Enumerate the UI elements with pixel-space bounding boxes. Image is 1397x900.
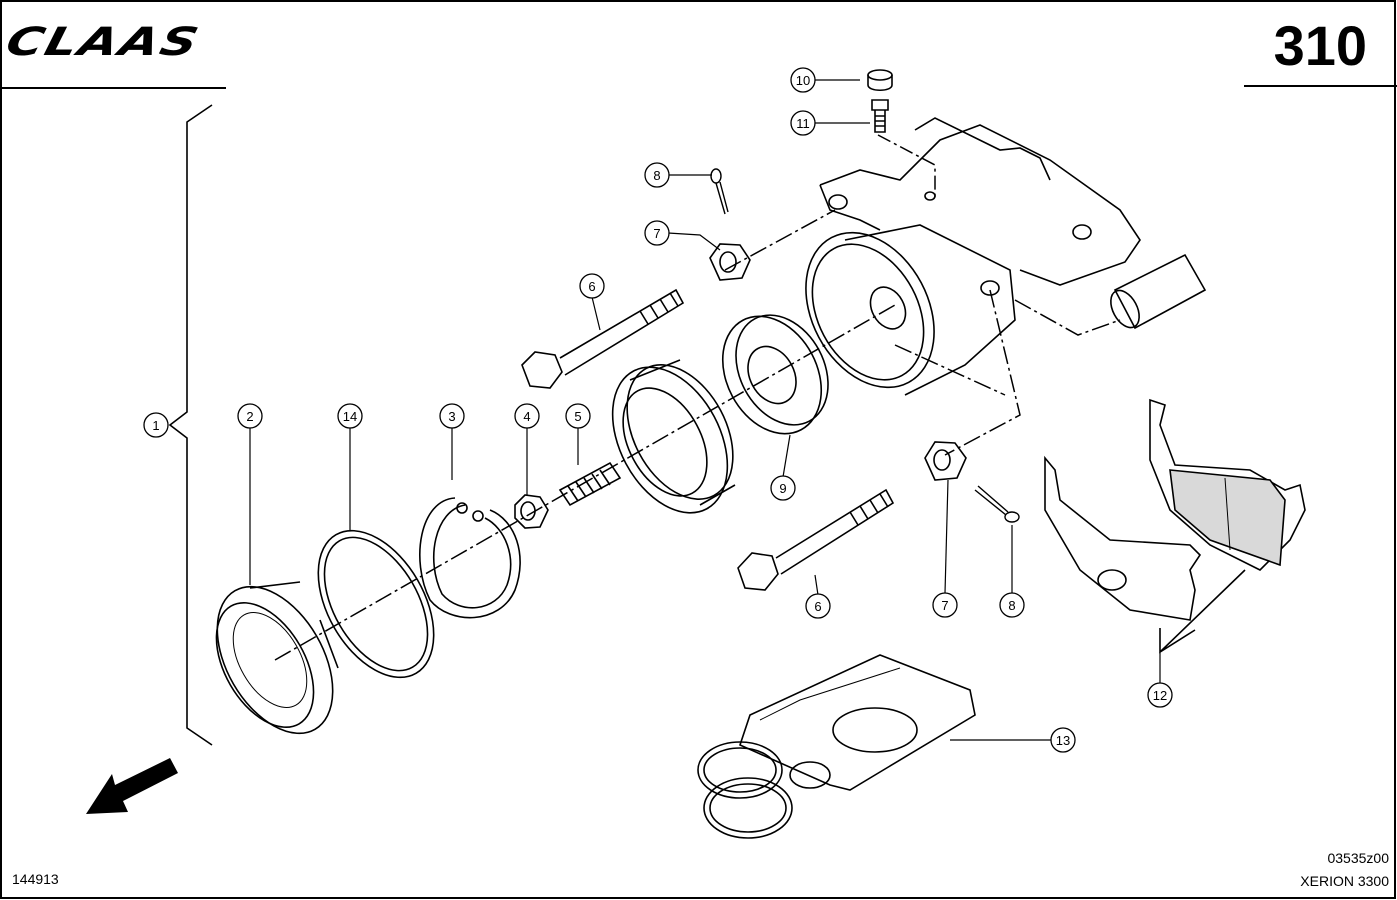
callout-6-lower: 6: [805, 593, 831, 619]
axis-line-pin: [1014, 299, 1121, 336]
figure-id: 144913: [12, 871, 59, 887]
svg-text:2: 2: [246, 409, 253, 424]
svg-text:6: 6: [814, 599, 821, 614]
direction-arrow-icon: [86, 758, 178, 814]
part-guide-pin: [1110, 253, 1207, 330]
part-seal-ring: [317, 529, 435, 679]
part-bolt-lower: [737, 488, 895, 591]
part-bleeder-cap: [867, 69, 893, 92]
svg-text:11: 11: [796, 116, 810, 131]
part-brake-pads: [1044, 398, 1306, 654]
svg-text:1: 1: [152, 418, 159, 433]
svg-text:6: 6: [588, 279, 595, 294]
callout-7-lower: 7: [932, 592, 958, 618]
callout-5: 5: [565, 403, 591, 429]
part-nut-small: [514, 494, 549, 529]
callout-1: 1: [143, 412, 169, 438]
svg-text:10: 10: [796, 73, 810, 88]
part-threaded-stud: [558, 461, 622, 507]
leader-lines: [249, 79, 1161, 741]
part-piston: [611, 359, 736, 514]
svg-text:14: 14: [343, 409, 357, 424]
part-seal-kit: [697, 654, 976, 839]
axis-line-main: [274, 304, 896, 661]
svg-text:7: 7: [941, 598, 948, 613]
callout-8-lower: 8: [999, 592, 1025, 618]
callout-9: 9: [770, 475, 796, 501]
drawing-number: 03535z00: [1327, 850, 1389, 866]
part-bleeder-valve: [871, 99, 889, 133]
part-seal-9: [721, 314, 829, 435]
part-split-pin-upper: [710, 168, 729, 215]
svg-text:8: 8: [653, 168, 660, 183]
page-number: 310: [1273, 14, 1367, 77]
svg-text:12: 12: [1153, 688, 1167, 703]
axis-line-lower: [944, 289, 1021, 456]
callout-4: 4: [514, 403, 540, 429]
part-caliper-housing: [805, 117, 1141, 396]
callout-6-upper: 6: [579, 273, 605, 299]
part-cap: [215, 581, 339, 735]
part-split-pin-lower: [974, 485, 1020, 523]
svg-text:5: 5: [574, 409, 581, 424]
callout-3: 3: [439, 403, 465, 429]
callout-11: 11: [790, 110, 816, 136]
svg-text:4: 4: [523, 409, 530, 424]
assembly-bracket: [168, 104, 213, 746]
callout-14: 14: [337, 403, 363, 429]
part-castle-nut-lower: [924, 441, 967, 481]
svg-text:8: 8: [1008, 598, 1015, 613]
callout-8-upper: 8: [644, 162, 670, 188]
part-circlip: [419, 497, 521, 619]
axis-line-pad: [894, 344, 1006, 396]
svg-text:3: 3: [448, 409, 455, 424]
part-bolt-upper: [521, 288, 685, 389]
callout-13: 13: [1050, 727, 1076, 753]
callout-12: 12: [1147, 682, 1173, 708]
svg-text:13: 13: [1056, 733, 1070, 748]
model-name: XERION 3300: [1300, 873, 1389, 889]
part-castle-nut-upper: [709, 243, 751, 281]
svg-text:9: 9: [779, 481, 786, 496]
callout-2: 2: [237, 403, 263, 429]
axis-line-top: [877, 134, 936, 200]
callout-10: 10: [790, 67, 816, 93]
callout-labels: 1 2 14 3 4 5 6 7 8 9 10 11 6 7 8 12 13: [143, 67, 1173, 753]
axis-line-upper: [724, 209, 836, 271]
callout-7-upper: 7: [644, 220, 670, 246]
svg-text:7: 7: [653, 226, 660, 241]
